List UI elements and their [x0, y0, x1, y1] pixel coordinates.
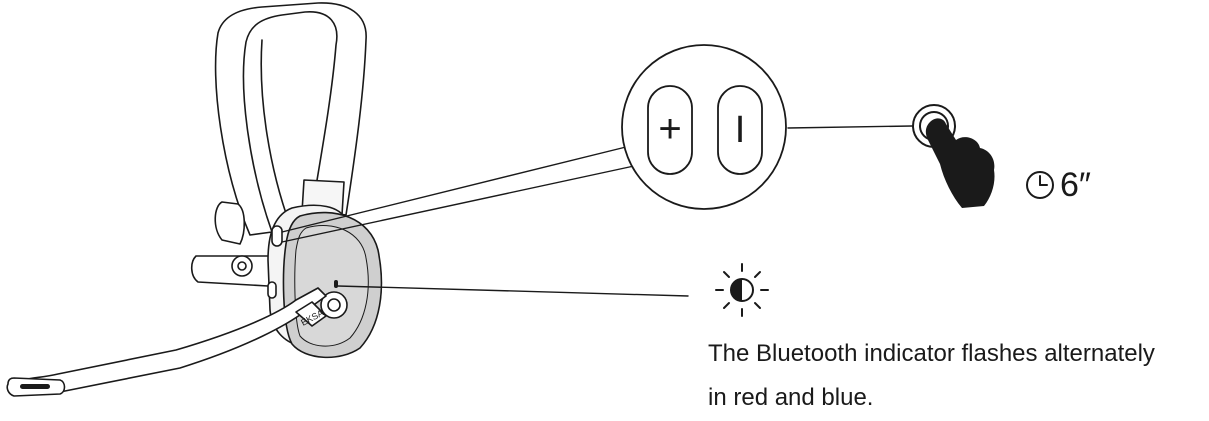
indicator-description-line2: in red and blue.: [708, 384, 873, 412]
hand-press-icon: [913, 105, 995, 208]
ear-cushion-inner: [295, 226, 368, 347]
headband-inner-edge: [261, 40, 290, 225]
multi-function-symbol: I: [735, 109, 746, 151]
callout-line-indicator: [338, 286, 688, 296]
side-button-upper: [272, 226, 282, 246]
headset: EKSA: [7, 3, 381, 396]
clock-icon: [1027, 172, 1053, 198]
indicator-led: [334, 280, 338, 288]
side-button-lower: [268, 282, 276, 298]
button-zoom-callout: + I: [622, 45, 786, 209]
indicator-description-line1: The Bluetooth indicator flashes alternat…: [708, 340, 1155, 368]
callout-line-to-hand: [788, 126, 912, 128]
hold-duration-label: 6″: [1060, 168, 1091, 202]
volume-up-symbol: +: [658, 107, 681, 151]
led-flash-icon: [716, 264, 768, 316]
